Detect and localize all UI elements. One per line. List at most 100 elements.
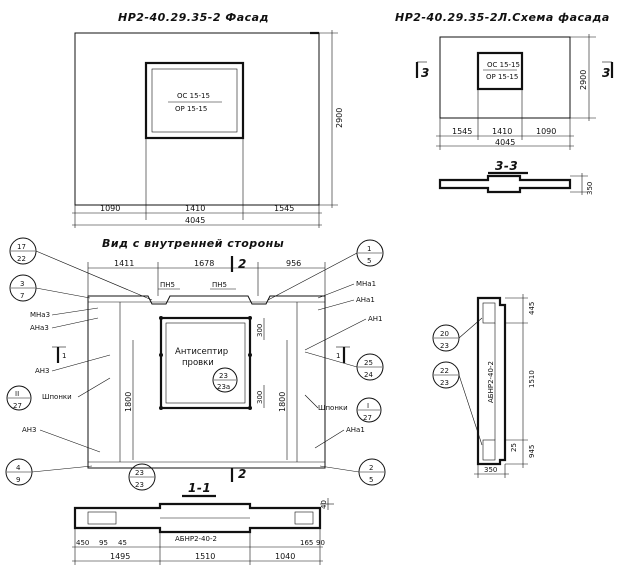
callout-3-7: 3 7 bbox=[9, 274, 91, 302]
facade-window-inner bbox=[151, 68, 238, 133]
svg-text:II: II bbox=[15, 390, 19, 398]
section-2-2: АБНР2-40-2 445 1510 945 25 350 20 23 22 … bbox=[432, 294, 536, 478]
svg-text:25: 25 bbox=[364, 359, 373, 367]
facade-panel-outline bbox=[74, 32, 320, 206]
svg-text:7: 7 bbox=[20, 292, 24, 300]
svg-text:4: 4 bbox=[16, 464, 21, 472]
scheme-dim-right: 1090 bbox=[536, 127, 556, 136]
section-1-1-d1: 450 bbox=[76, 539, 89, 547]
facade-dim-mid: 1410 bbox=[185, 204, 205, 213]
inner-section-mark-top: 2 bbox=[238, 257, 247, 271]
callout-4-9: 4 9 bbox=[5, 458, 93, 486]
inner-label-pn5-left: ПН5 bbox=[160, 281, 175, 289]
inner-label-mna3: МНа3 bbox=[30, 311, 50, 319]
inner-label-an1: АН1 bbox=[368, 315, 383, 323]
inner-label-shponki-left: Шпонки bbox=[42, 393, 72, 401]
callout-2-5: 2 5 bbox=[319, 458, 386, 486]
facade-dim-left: 1090 bbox=[100, 204, 120, 213]
section-2-2-d-small: 25 bbox=[510, 443, 518, 452]
section-1-1: 23 23 1-1 АБНР2-40-2 450 95 45 1495 1510… bbox=[72, 463, 334, 565]
inner-dim-top-left: 1411 bbox=[114, 259, 134, 268]
scheme-dim-total: 4045 bbox=[495, 138, 515, 147]
svg-text:23а: 23а bbox=[217, 383, 230, 391]
scheme-section-profile bbox=[438, 174, 572, 194]
scheme-section-label: 3-3 bbox=[495, 159, 518, 173]
svg-text:24: 24 bbox=[364, 371, 373, 379]
scheme-section-mark-left: 3 bbox=[421, 66, 430, 80]
section-1-1-d9: 40 bbox=[320, 500, 328, 509]
inner-label-ana1-a: АНа1 bbox=[356, 296, 375, 304]
inner-view-title: Вид с внутренней стороны bbox=[102, 237, 284, 250]
inner-view: 1411 1678 956 2 ПН5 ПН5 Антисептир провк… bbox=[5, 237, 386, 486]
section-1-1-d7: 165 bbox=[300, 539, 313, 547]
svg-text:23: 23 bbox=[135, 469, 144, 477]
callout-25-24: 25 24 bbox=[304, 351, 384, 381]
inner-window-inner bbox=[165, 322, 246, 404]
svg-text:1: 1 bbox=[367, 245, 371, 253]
callout-23-23: 23 23 bbox=[128, 463, 156, 491]
section-2-2-d-mid: 1510 bbox=[528, 370, 536, 388]
svg-text:2: 2 bbox=[369, 464, 373, 472]
facade-dim-right: 1545 bbox=[274, 204, 294, 213]
section-1-1-d3: 45 bbox=[118, 539, 127, 547]
inner-label-ana1-b: АНа1 bbox=[346, 426, 365, 434]
svg-text:9: 9 bbox=[16, 476, 20, 484]
svg-text:23: 23 bbox=[219, 372, 228, 380]
scheme-dim-left: 1545 bbox=[452, 127, 472, 136]
svg-text:5: 5 bbox=[369, 476, 373, 484]
inner-label-antiseptic-2: провки bbox=[182, 358, 214, 368]
callout-22-23: 22 23 bbox=[432, 361, 483, 446]
scheme-title: НР2-40.29.35-2Л.Схема фасада bbox=[395, 11, 610, 24]
svg-text:27: 27 bbox=[363, 414, 372, 422]
facade-title: НР2-40.29.35-2 Фасад bbox=[118, 11, 269, 24]
facade-window-mark-bottom: ОР 15-15 bbox=[175, 105, 207, 113]
scheme-dim-mid: 1410 bbox=[492, 127, 512, 136]
callout-I-27: I 27 bbox=[356, 397, 382, 423]
svg-text:17: 17 bbox=[17, 243, 26, 251]
inner-section-mark-right: 1 bbox=[336, 352, 340, 360]
section-1-1-d6: 1040 bbox=[275, 552, 295, 561]
inner-dim-right-h: 1800 bbox=[278, 392, 287, 412]
scheme-dim-thickness: 350 bbox=[586, 182, 594, 195]
facade-window-mark-top: ОС 15-15 bbox=[177, 92, 210, 100]
svg-text:22: 22 bbox=[440, 367, 449, 375]
callout-23-23a bbox=[212, 367, 238, 393]
inner-dim-win-bot: 300 bbox=[256, 391, 264, 404]
inner-section-mark-bottom: 2 bbox=[238, 467, 247, 481]
section-2-2-beam: АБНР2-40-2 bbox=[487, 361, 495, 403]
inner-panel-outline bbox=[87, 295, 326, 469]
scheme-window-outer bbox=[476, 51, 524, 91]
inner-label-shponki-right: Шпонки bbox=[318, 404, 348, 412]
inner-dim-win-top: 300 bbox=[256, 324, 264, 337]
inner-dim-top-right: 956 bbox=[286, 259, 301, 268]
svg-text:5: 5 bbox=[367, 257, 371, 265]
section-1-1-d2: 95 bbox=[99, 539, 108, 547]
inner-label-pn5-right: ПН5 bbox=[212, 281, 227, 289]
inner-label-an3-b: АН3 bbox=[22, 426, 37, 434]
svg-text:23: 23 bbox=[440, 342, 449, 350]
svg-text:20: 20 bbox=[440, 330, 449, 338]
section-1-1-label: 1-1 bbox=[188, 481, 211, 495]
inner-label-mna1: МНа1 bbox=[356, 280, 376, 288]
svg-text:23: 23 bbox=[135, 481, 144, 489]
svg-text:3: 3 bbox=[20, 280, 24, 288]
facade-dim-total: 4045 bbox=[185, 216, 205, 225]
inner-dim-left-h: 1800 bbox=[124, 392, 133, 412]
section-1-1-d5: 1510 bbox=[195, 552, 215, 561]
section-2-2-d-top: 445 bbox=[528, 302, 536, 315]
inner-label-antiseptic-1: Антисептир bbox=[175, 347, 228, 357]
inner-label-an3-a: АН3 bbox=[35, 367, 50, 375]
inner-section-mark-left: 1 bbox=[62, 352, 66, 360]
facade-view: ОС 15-15 ОР 15-15 1090 1410 1545 4045 29… bbox=[72, 30, 344, 228]
section-1-1-d8: 90 bbox=[316, 539, 325, 547]
svg-text:22: 22 bbox=[17, 255, 26, 263]
callout-17-22: 17 22 bbox=[9, 237, 153, 301]
facade-window-outer bbox=[144, 61, 245, 140]
section-1-1-d4: 1495 bbox=[110, 552, 130, 561]
scheme-section-mark-right: 3 bbox=[602, 66, 611, 80]
svg-text:27: 27 bbox=[13, 402, 22, 410]
inner-dim-top-mid: 1678 bbox=[194, 259, 214, 268]
callout-1-5: 1 5 bbox=[267, 239, 384, 301]
scheme-view: ОС 15-15 ОР 15-15 3 3 2900 1545 1410 109… bbox=[415, 34, 614, 195]
